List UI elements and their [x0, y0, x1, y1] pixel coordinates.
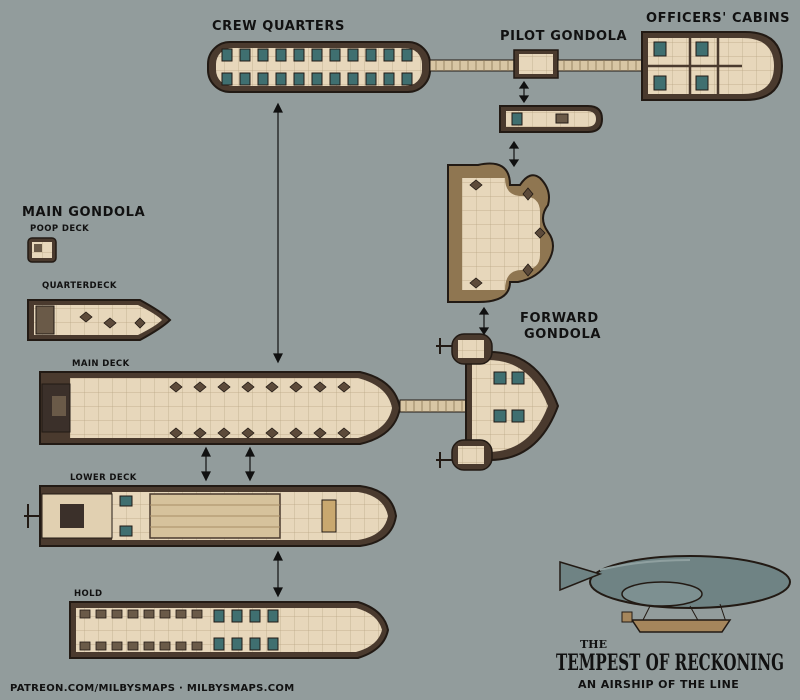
crew-bunk-beds — [221, 48, 413, 86]
forward-upper-cannons — [469, 179, 546, 289]
hold-cargo — [79, 609, 203, 651]
forward-bridge — [399, 399, 467, 413]
label-forward-gondola-line2: GONDOLA — [524, 327, 601, 342]
main-deck-cannons — [169, 381, 351, 439]
lower-propeller — [24, 504, 40, 528]
hold-bunks — [213, 609, 279, 651]
title-the: THE — [580, 638, 607, 651]
officers-cabins-deck — [641, 31, 784, 101]
forward-propellers — [436, 338, 452, 468]
officer-beds — [653, 41, 709, 91]
deck-arrows — [201, 80, 530, 598]
officers-bridge — [557, 59, 643, 72]
label-lower-deck: LOWER DECK — [70, 473, 137, 483]
pilot-gondola — [499, 105, 604, 133]
quarterdeck-cannons — [79, 311, 146, 329]
label-quarterdeck: QUARTERDECK — [42, 281, 117, 291]
forward-gondola-upper — [447, 162, 554, 303]
label-hold: HOLD — [74, 589, 102, 599]
label-crew-quarters: CREW QUARTERS — [212, 19, 345, 34]
title-name: TEMPEST OF RECKONING — [556, 650, 784, 676]
footer-credit: PATREON.COM/MILBYSMAPS · MILBYSMAPS.COM — [10, 683, 294, 694]
forward-gondola — [436, 333, 560, 471]
label-main-deck: MAIN DECK — [72, 359, 130, 369]
label-officers-cabins: OFFICERS' CABINS — [646, 11, 790, 26]
title-subtitle: AN AIRSHIP OF THE LINE — [578, 678, 739, 691]
main-deck — [39, 371, 402, 445]
lower-deck — [24, 485, 398, 547]
forward-gondola-beds — [493, 371, 525, 423]
quarterdeck — [27, 299, 172, 341]
airship-illustration — [559, 555, 791, 633]
crew-quarters-deck — [207, 41, 431, 93]
crew-bridge — [429, 59, 515, 72]
label-pilot-gondola: PILOT GONDOLA — [500, 29, 627, 44]
hold-deck — [69, 601, 390, 659]
pilot-connector — [513, 49, 559, 79]
lower-deck-beds — [119, 495, 133, 537]
label-forward-gondola-line1: FORWARD — [520, 311, 599, 326]
poop-deck — [27, 237, 57, 263]
label-poop-deck: POOP DECK — [30, 224, 89, 234]
label-main-gondola: MAIN GONDOLA — [22, 205, 145, 220]
